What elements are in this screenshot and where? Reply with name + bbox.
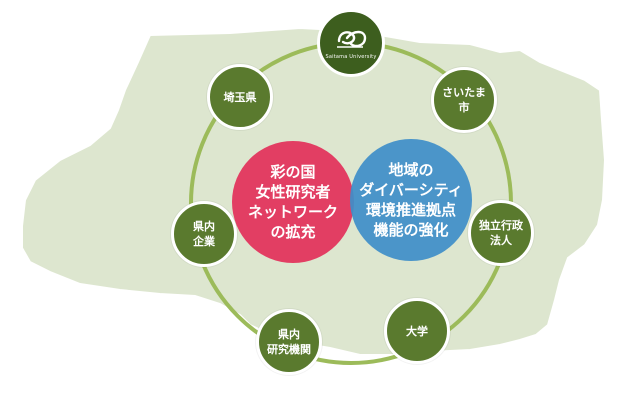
node-saitama-prefecture: 埼玉県 bbox=[207, 64, 273, 130]
node-label: 法人 bbox=[490, 234, 512, 247]
right-line-4: 機能の強化 bbox=[373, 221, 449, 239]
logo-text: Saitama University bbox=[325, 54, 377, 60]
regional-diversity-circle: 地域の ダイバーシティ 環境推進拠点 機能の強化 bbox=[350, 139, 472, 261]
node-research-institutions: 県内 研究機関 bbox=[256, 309, 322, 375]
node-label: 企業 bbox=[193, 235, 215, 248]
node-saitama-city: さいたま 市 bbox=[431, 67, 497, 133]
node-independent-agency: 独立行政 法人 bbox=[468, 200, 534, 266]
node-companies: 県内 企業 bbox=[171, 201, 237, 267]
left-line-1: 彩の国 bbox=[270, 163, 316, 181]
womens-researcher-network-circle: 彩の国 女性研究者 ネットワーク の拡充 bbox=[232, 141, 354, 263]
node-label: 県内 bbox=[278, 328, 300, 341]
node-label: 県内 bbox=[193, 220, 215, 233]
node-university: 大学 bbox=[384, 298, 450, 364]
saitama-university-logo: Saitama University bbox=[317, 9, 385, 77]
right-line-2: ダイバーシティ bbox=[359, 181, 463, 199]
node-label: 独立行政 bbox=[479, 219, 523, 232]
left-line-3: ネットワーク bbox=[247, 203, 338, 221]
left-line-2: 女性研究者 bbox=[255, 183, 331, 201]
right-line-3: 環境推進拠点 bbox=[365, 201, 456, 219]
left-line-4: の拡充 bbox=[270, 223, 316, 241]
node-label: 大学 bbox=[406, 324, 428, 338]
saitama-university-logo-icon bbox=[337, 30, 367, 48]
right-line-1: 地域の bbox=[388, 161, 434, 179]
node-label: 研究機関 bbox=[267, 343, 311, 356]
node-label: 埼玉県 bbox=[223, 90, 257, 104]
node-label: 市 bbox=[458, 101, 470, 114]
node-label: さいたま bbox=[442, 86, 486, 99]
